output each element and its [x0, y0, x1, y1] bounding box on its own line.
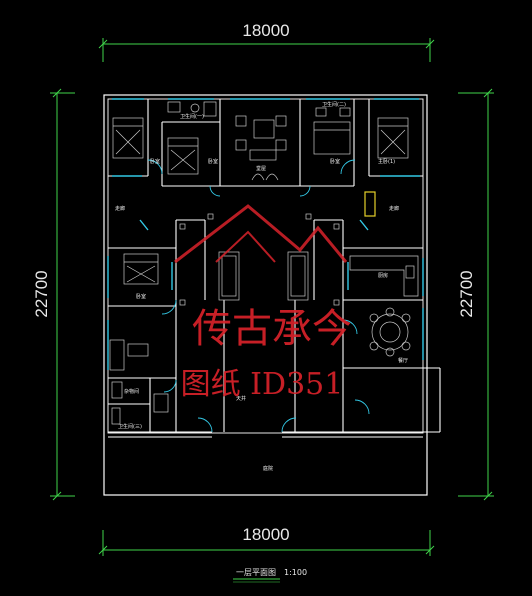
- room-label-kitchen: 厨房: [378, 272, 388, 279]
- room-label-bed-west: 卧室: [136, 293, 146, 300]
- room-label-garden: 庭院: [263, 465, 273, 472]
- room-label-bed-mid: 卧室: [208, 158, 218, 165]
- room-label-bed-right: 卧室: [330, 158, 340, 165]
- furniture: [109, 101, 419, 425]
- interior-walls: [108, 99, 441, 438]
- room-label-hall: 堂屋: [256, 165, 266, 172]
- stair-marker: [364, 191, 376, 217]
- dim-left-label: 22700: [32, 270, 51, 317]
- room-label-courtyard: 天井: [236, 395, 246, 402]
- room-label-corridor-left: 走廊: [115, 205, 125, 212]
- drawing-title: 一层平面图 1:100: [233, 568, 307, 583]
- room-label-bath3: 卫生间(三): [118, 423, 142, 430]
- outer-walls: [103, 94, 428, 496]
- dim-bottom-label: 18000: [242, 525, 289, 544]
- dim-right-label: 22700: [457, 270, 476, 317]
- room-label-bed-left: 卧室: [150, 158, 160, 165]
- drawing-scale: 1:100: [284, 568, 307, 577]
- room-label-utility: 杂物间: [124, 388, 139, 395]
- room-label-dining: 餐厅: [398, 357, 408, 364]
- room-label-master: 主卧(1): [378, 158, 395, 165]
- room-label-corridor-right: 走廊: [389, 205, 399, 212]
- watermark-line1: 传古承今: [192, 306, 352, 352]
- door-swings: [147, 159, 370, 433]
- watermark-roof-icon: [174, 204, 348, 264]
- watermark-line2: 图纸 ID351: [181, 367, 344, 402]
- drawing-title-text: 一层平面图: [236, 568, 276, 577]
- dim-top-label: 18000: [242, 21, 289, 40]
- dimension-lines: [50, 38, 494, 556]
- windows: [107, 98, 424, 370]
- room-label-bath2: 卫生间(二): [322, 101, 346, 108]
- watermark: 传古承今 图纸 ID351: [174, 204, 352, 402]
- room-label-bath1: 卫生间(一): [180, 113, 204, 120]
